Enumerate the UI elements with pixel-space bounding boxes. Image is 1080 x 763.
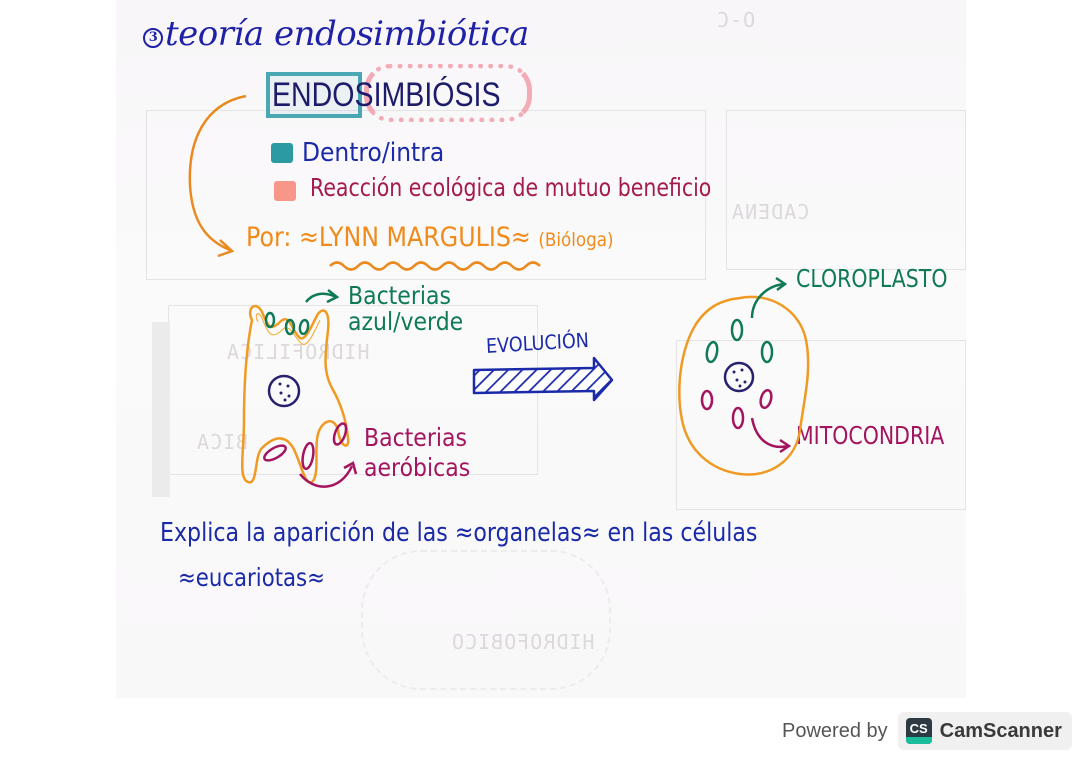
legend-item-reaccion: Reacción ecológica de mutuo beneficio	[310, 173, 712, 202]
teal-box-highlight	[266, 72, 362, 118]
bleed-through-box	[726, 110, 966, 270]
author-line: Por: ≈LYNN MARGULIS≈ (Bióloga)	[246, 222, 614, 253]
heading-text: ENDOSIMBIÓSIS	[272, 76, 501, 115]
label-cloroplasto: CLOROPLASTO	[796, 264, 948, 293]
bleed-through-text: BICA	[196, 430, 249, 454]
camscanner-watermark: Powered by CS CamScanner	[782, 712, 1072, 750]
camscanner-name: CamScanner	[939, 719, 1062, 742]
explanation-line-2: ≈eucariotas≈	[178, 563, 325, 592]
bleed-through-box	[146, 110, 706, 280]
author-prefix: Por:	[246, 222, 299, 253]
author-note: (Bióloga)	[538, 229, 614, 251]
explanation-line-1: Explica la aparición de las ≈organelas≈ …	[160, 518, 758, 548]
heading-prefix: ENDO	[272, 76, 355, 114]
bleed-through-cloud	[361, 550, 611, 690]
author-name: ≈LYNN MARGULIS≈	[298, 222, 531, 253]
bleed-through-box	[676, 340, 966, 510]
camscanner-badge[interactable]: CS CamScanner	[897, 712, 1072, 750]
pink-cloud-highlight	[364, 64, 532, 122]
label-bacterias-aerobicas: Bacterias aeróbicas	[364, 423, 471, 482]
heading-suffix: SIMBIÓSIS	[354, 76, 501, 114]
label-mitocondria: MITOCONDRIA	[796, 421, 945, 450]
bleed-through-text: O-C	[716, 8, 756, 32]
bleed-through-text: HIDROFILICA	[226, 340, 370, 364]
title-text: teoría endosimbiótica	[165, 14, 529, 54]
legend-swatch-teal	[271, 143, 293, 163]
bleed-through-text: CADENA	[731, 200, 810, 224]
camscanner-logo-icon: CS	[905, 718, 932, 744]
legend-swatch-pink	[274, 181, 296, 201]
powered-by-text: Powered by	[782, 719, 888, 742]
section-number-badge: 3	[143, 28, 163, 48]
label-bacterias-azul-verde: Bacterias azul/verde	[348, 281, 464, 336]
legend-item-dentro: Dentro/intra	[302, 138, 445, 168]
bleed-through-shadow	[152, 322, 170, 497]
